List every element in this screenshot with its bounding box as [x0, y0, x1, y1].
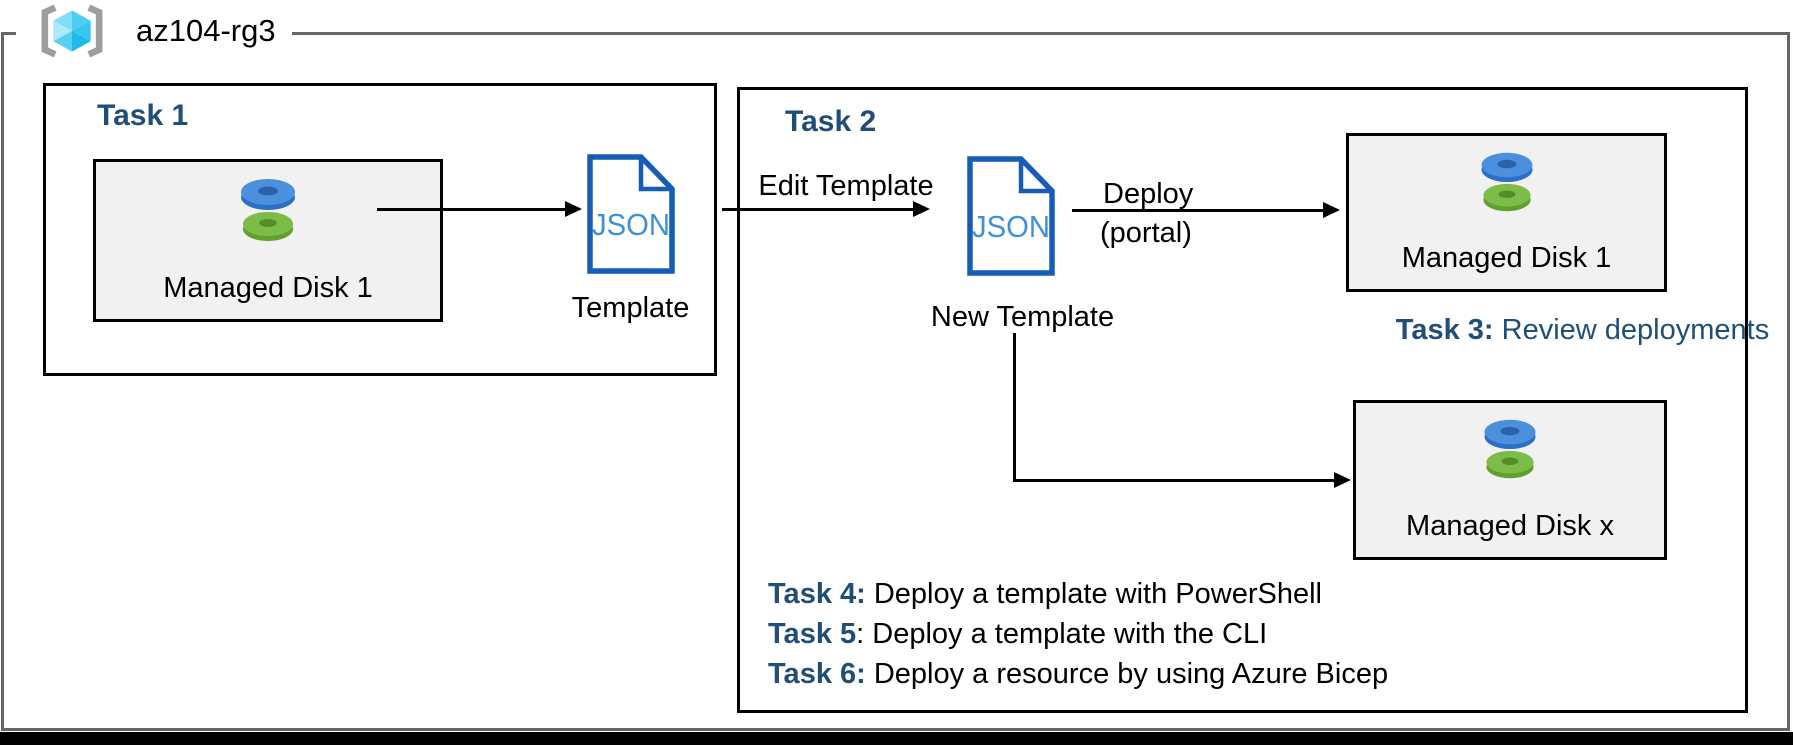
template-caption: Template [571, 292, 690, 324]
task-notes: Task 4: Deploy a template with PowerShel… [768, 574, 1388, 694]
task3-caption: Task 3: Review deployments [1390, 314, 1775, 347]
task6-note: Task 6: Deploy a resource by using Azure… [768, 654, 1388, 694]
arrow-shaft [377, 207, 565, 211]
deploy-label: Deploy [1103, 178, 1194, 210]
task2-title: Task 2 [785, 105, 877, 138]
managed-disk-icon [241, 179, 295, 241]
arrow-deploy-portal [1072, 202, 1340, 218]
task6-label: Task 6: [768, 658, 866, 690]
arrow-head-icon [913, 201, 930, 217]
managed-disk-icon [1481, 152, 1532, 212]
arrow-head-icon [1323, 202, 1340, 218]
task4-label: Task 4: [768, 578, 866, 610]
task5-text: : Deploy a template with the CLI [856, 618, 1268, 650]
new-template-caption: New Template [930, 301, 1115, 333]
edit-template-label: Edit Template [758, 170, 934, 202]
task1-managed-disk-label: Managed Disk 1 [163, 272, 373, 304]
task5-label: Task 5 [768, 618, 857, 650]
task1-managed-disk-box: Managed Disk 1 [93, 159, 443, 322]
task3-label: Task 3: [1395, 314, 1494, 346]
bottom-black-bar [0, 732, 1793, 745]
json-doc-text: JSON [972, 209, 1050, 244]
task2-managed-disk1-label: Managed Disk 1 [1401, 242, 1612, 274]
arrow-to-managed-disk-x [1013, 472, 1351, 488]
task5-note: Task 5: Deploy a template with the CLI [768, 614, 1388, 654]
task2-managed-disk1-box: Managed Disk 1 [1346, 133, 1667, 292]
task2-managed-diskx-label: Managed Disk x [1406, 510, 1614, 542]
managed-disk-icon [1484, 419, 1536, 479]
deploy-portal-label: (portal) [1100, 217, 1192, 249]
json-doc-text: JSON [592, 207, 670, 242]
arrow-disk-to-template [377, 201, 582, 217]
arrow-head-icon [565, 201, 582, 217]
task4-note: Task 4: Deploy a template with PowerShel… [768, 574, 1388, 614]
task4-text: Deploy a template with PowerShell [865, 578, 1322, 610]
arrow-edit-template [722, 201, 930, 217]
task3-text: Review deployments [1493, 314, 1770, 346]
arrow-shaft [1072, 208, 1323, 212]
task1-frame [43, 83, 717, 376]
json-file-icon: JSON [967, 156, 1055, 276]
azure-resource-group-icon [41, 4, 103, 58]
arrow-shaft [1013, 478, 1334, 482]
arrow-head-icon [1334, 472, 1351, 488]
task1-title: Task 1 [97, 99, 189, 132]
task2-frame [737, 87, 1748, 713]
resource-group-header: az104-rg3 [16, 2, 292, 60]
json-file-icon: JSON [587, 154, 675, 274]
resource-group-name: az104-rg3 [136, 13, 276, 48]
task2-managed-diskx-box: Managed Disk x [1353, 400, 1667, 560]
task6-text: Deploy a resource by using Azure Bicep [865, 658, 1389, 690]
connector-vertical-line [1013, 333, 1016, 482]
arrow-shaft [722, 207, 913, 211]
resource-group-boundary [1, 32, 1790, 731]
